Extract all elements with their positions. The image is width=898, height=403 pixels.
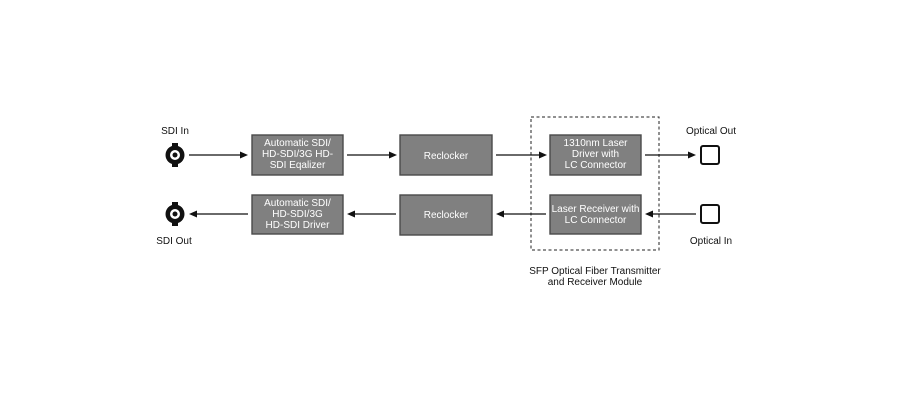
text-line: Automatic SDI/ [264, 198, 331, 209]
text-line: SFP Optical Fiber Transmitter [529, 266, 661, 277]
text-line: HD-SDI Driver [266, 220, 331, 231]
text-line: HD-SDI/3G HD- [262, 149, 333, 160]
text-line: Reclocker [424, 210, 469, 221]
arrow-laser-driver-to-optical-out [645, 151, 696, 159]
text-line: Automatic SDI/ [264, 138, 331, 149]
bnc-connector-icon [165, 202, 185, 226]
arrow-reclocker-to-sdi-driver [347, 210, 396, 218]
reclocker-top-label: Reclocker [424, 151, 469, 162]
text-line: HD-SDI/3G [272, 209, 323, 220]
arrow-equalizer-to-reclocker [347, 151, 397, 159]
text-line: 1310nm Laser [564, 138, 629, 149]
sfp-module-boundary [530, 116, 660, 251]
text-line: and Receiver Module [548, 277, 643, 288]
text-line: SDI Eqalizer [270, 160, 326, 171]
equalizer-block: Automatic SDI/HD-SDI/3G HD-SDI Eqalizer [251, 134, 344, 176]
arrow-sdi-driver-to-sdi-out [189, 210, 248, 218]
optical-out-label: Optical Out [686, 126, 736, 137]
bnc-connector-icon [165, 143, 185, 167]
sdi-out-label: SDI Out [156, 236, 192, 247]
arrow-optical-in-to-laser-receiver [645, 210, 696, 218]
text-line: LC Connector [565, 215, 627, 226]
reclocker-bottom-label: Reclocker [424, 210, 469, 221]
text-line: Laser Receiver with [552, 204, 640, 215]
reclocker-bottom-block: Reclocker [399, 194, 493, 236]
arrow-laser-receiver-to-reclocker [496, 210, 546, 218]
optical-port-icon [700, 204, 720, 224]
optical-in-label: Optical In [690, 236, 732, 247]
reclocker-top-block: Reclocker [399, 134, 493, 176]
arrow-sdi-in-to-equalizer [189, 151, 248, 159]
text-line: Reclocker [424, 151, 469, 162]
sdi-in-label: SDI In [161, 126, 189, 137]
text-line: LC Connector [565, 160, 627, 171]
optical-port-icon [700, 145, 720, 165]
equalizer-label: Automatic SDI/HD-SDI/3G HD-SDI Eqalizer [262, 138, 333, 171]
arrow-reclocker-to-laser-driver [496, 151, 547, 159]
text-line: Driver with [572, 149, 619, 160]
